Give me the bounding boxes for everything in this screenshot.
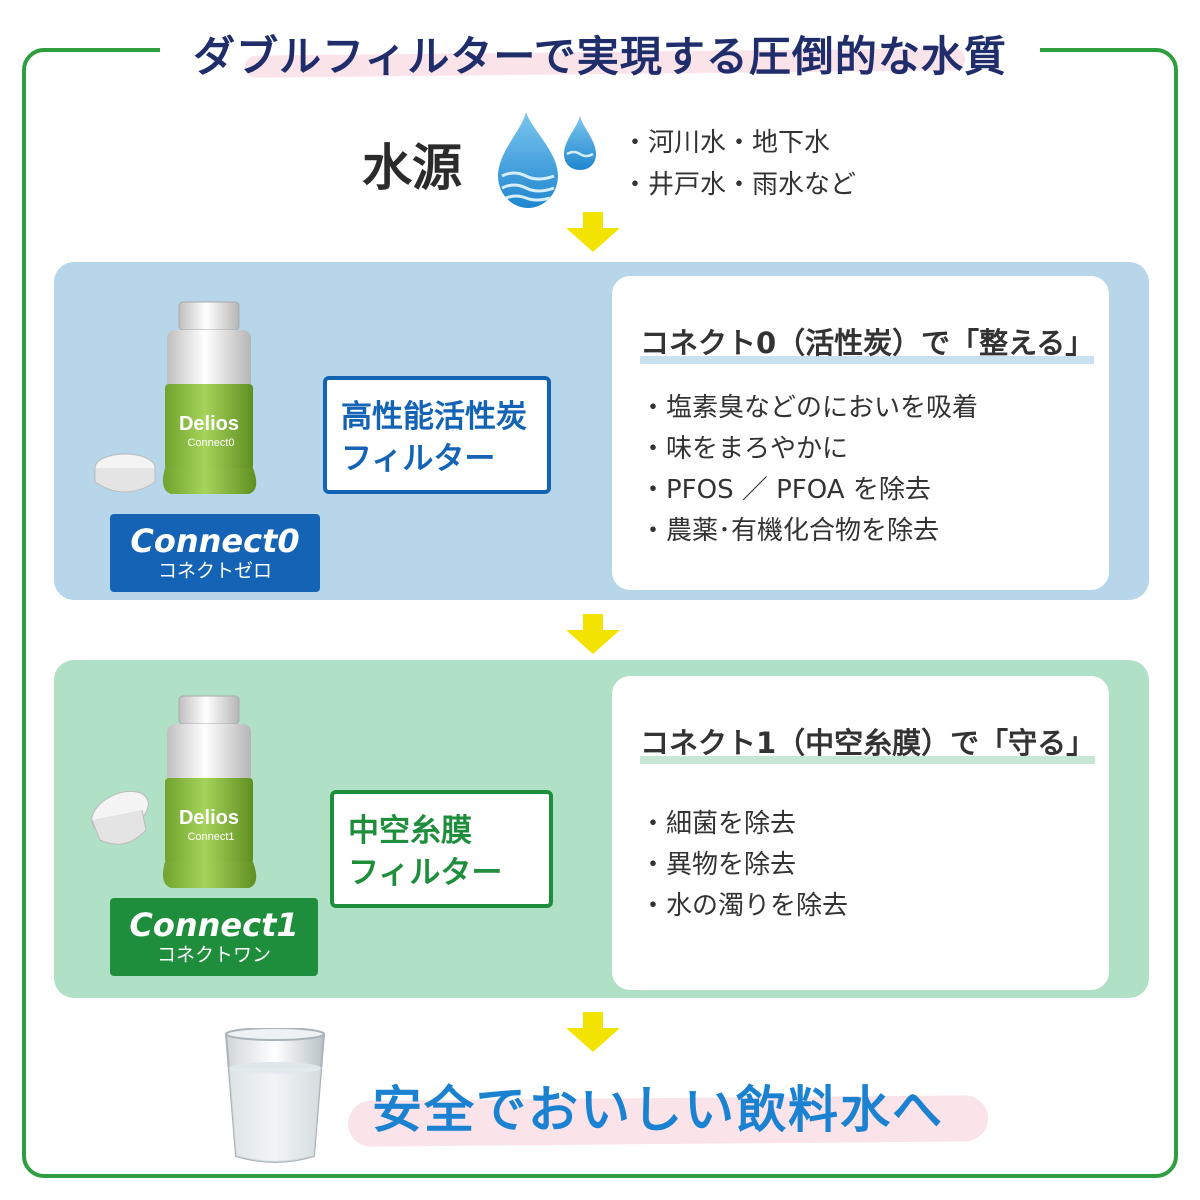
connect0-badge: Connect0 コネクトゼロ xyxy=(110,514,320,592)
list-item: ・水の濁りを除去 xyxy=(640,891,849,921)
info-list: ・細菌を除去 ・異物を除去 ・水の濁りを除去 xyxy=(640,804,848,927)
title-container: ダブルフィルターで実現する圧倒的な水質 xyxy=(160,18,1040,88)
stage2-info-card: コネクト1（中空糸膜）で「守る」 ・細菌を除去 ・異物を除去 ・水の濁りを除去 xyxy=(612,676,1109,990)
filter-type-box: 中空糸膜 フィルター xyxy=(330,790,553,908)
connect0-bottle-icon: Delios Connect0 xyxy=(163,301,257,494)
info-list: ・塩素臭などのにおいを吸着 ・味をまろやかに ・PFOS ／ PFOA を除去 … xyxy=(640,388,978,552)
filter-type-line: 高性能活性炭 xyxy=(341,399,527,435)
connect1-bottle-icon: Delios Connect1 xyxy=(163,695,257,888)
bottle-brand: Delios xyxy=(179,413,239,435)
badge-subtitle: コネクトゼロ xyxy=(157,560,272,582)
info-title-text: コネクト1（中空糸膜）で「守る」 xyxy=(640,726,1096,760)
stage1-info-card: コネクト0（活性炭）で「整える」 ・塩素臭などのにおいを吸着 ・味をまろやかに … xyxy=(612,276,1109,590)
water-source-item: ・河川水・地下水 xyxy=(622,128,831,158)
bottle-cap-icon xyxy=(94,453,156,493)
badge-subtitle: コネクトワン xyxy=(156,944,271,966)
result-text: 安全でおいしい飲料水へ xyxy=(372,1081,944,1139)
list-item: ・細菌を除去 xyxy=(640,809,797,839)
bottle-model: Connect0 xyxy=(187,437,234,449)
filter-type-line: フィルター xyxy=(348,855,503,891)
list-item: ・味をまろやかに xyxy=(640,434,849,464)
info-title: コネクト0（活性炭）で「整える」 xyxy=(640,320,1095,366)
list-item: ・異物を除去 xyxy=(640,850,797,880)
filter-type-box: 高性能活性炭 フィルター xyxy=(323,376,551,494)
badge-title: Connect0 xyxy=(130,522,300,560)
down-arrow-icon xyxy=(566,212,620,252)
down-arrow-icon xyxy=(566,1012,620,1052)
page-title: ダブルフィルターで実現する圧倒的な水質 xyxy=(193,31,1007,81)
info-title: コネクト1（中空糸膜）で「守る」 xyxy=(640,720,1096,766)
down-arrow-icon xyxy=(566,614,620,654)
list-item: ・塩素臭などのにおいを吸着 xyxy=(640,393,979,423)
water-source-label: 水源 xyxy=(362,139,462,197)
connect1-badge: Connect1 コネクトワン xyxy=(110,898,318,976)
badge-title: Connect1 xyxy=(129,906,299,944)
bottle-brand: Delios xyxy=(179,807,239,829)
bottle-cap-icon xyxy=(91,790,149,845)
bottle-model: Connect1 xyxy=(187,831,234,843)
list-item: ・農薬･有機化合物を除去 xyxy=(640,516,940,546)
info-title-text: コネクト0（活性炭）で「整える」 xyxy=(640,326,1095,360)
list-item: ・PFOS ／ PFOA を除去 xyxy=(640,475,931,505)
water-source-list: ・河川水・地下水 ・井戸水・雨水など xyxy=(622,122,856,206)
filter-type-line: フィルター xyxy=(341,441,496,477)
filter-type-line: 中空糸膜 xyxy=(348,813,472,849)
water-source-item: ・井戸水・雨水など xyxy=(622,170,857,200)
water-drops-icon xyxy=(498,112,596,208)
water-glass-icon xyxy=(224,1028,326,1163)
